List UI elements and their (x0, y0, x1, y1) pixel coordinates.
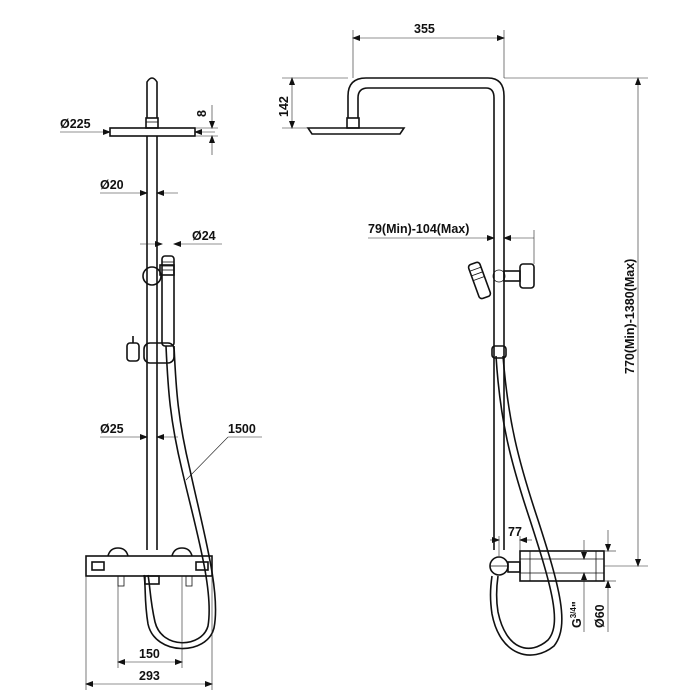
dim-total-width: 293 (139, 669, 160, 683)
dim-valve-offset: 77 (508, 525, 522, 539)
front-mixer-body (85, 547, 213, 587)
front-view (85, 77, 217, 650)
dim-head-height: 142 (277, 96, 291, 117)
side-dimensions: 355 142 79(Min)-104(Max) 770(Min)-1380(M… (277, 22, 648, 632)
dim-center-distance: 150 (139, 647, 160, 661)
dim-bracket-offset: 79(Min)-104(Max) (368, 222, 469, 236)
front-hose (147, 345, 210, 644)
dim-head-diameter: Ø225 (60, 117, 91, 131)
svg-text:G3/4": G3/4" (569, 601, 584, 628)
dim-hose-length: 1500 (228, 422, 256, 436)
dim-total-height: 770(Min)-1380(Max) (623, 259, 637, 374)
front-dimensions: Ø225 8 Ø20 Ø24 Ø25 1500 150 293 (60, 105, 262, 690)
side-shower-arm (347, 77, 505, 550)
dim-handshower-diameter: Ø24 (192, 229, 216, 243)
dim-arm-length: 355 (414, 22, 435, 36)
side-hand-shower (467, 261, 492, 300)
dim-riser-diameter: Ø20 (100, 178, 124, 192)
front-hand-shower (161, 255, 175, 347)
dim-connection-diameter: Ø60 (593, 604, 607, 628)
front-shower-head (109, 117, 196, 137)
side-hose (495, 355, 556, 649)
dim-pipe-diameter: Ø25 (100, 422, 124, 436)
side-wall-bracket (492, 263, 535, 289)
dim-head-thickness: 8 (195, 110, 209, 117)
front-riser-top (146, 77, 158, 118)
dim-connection-thread: G3/4" (569, 601, 584, 628)
side-mixer-body (489, 550, 605, 582)
side-slider (491, 345, 507, 359)
side-view (306, 77, 605, 656)
side-shower-head (306, 117, 406, 135)
